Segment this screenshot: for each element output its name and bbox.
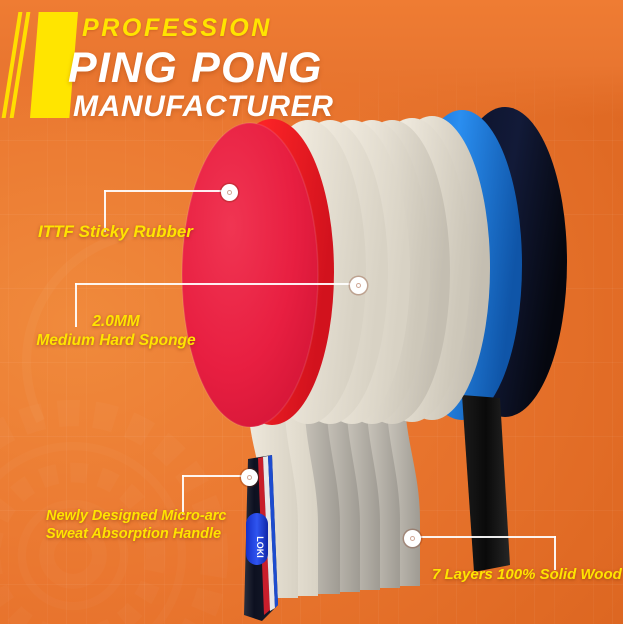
- paddle-handle-dark-back: [462, 395, 510, 572]
- loki-badge-text: LOKI: [255, 536, 265, 558]
- callout-label-ittf-sticky-rubber: ITTF Sticky Rubber: [38, 222, 193, 241]
- banner-header: PROFESSION PING PONG MANUFACTURER: [0, 0, 623, 126]
- callout-label-medium-hard-sponge: 2.0MM Medium Hard Sponge: [36, 313, 196, 349]
- callout-marker-micro-arc-handle: [240, 468, 258, 486]
- header-band-sheen: [0, 0, 623, 118]
- page-title: PING PONG: [68, 44, 323, 92]
- callout-marker-solid-wood-layers: [403, 529, 421, 547]
- logo-trapezoid: [30, 12, 78, 118]
- paddle-handle-detail: LOKI: [232, 455, 288, 623]
- loki-badge: [246, 513, 268, 565]
- callout-label-micro-arc-handle: Newly Designed Micro-arc Sweat Absorptio…: [46, 508, 227, 542]
- header-eyebrow: PROFESSION: [82, 14, 272, 42]
- callout-marker-medium-hard-sponge: [349, 276, 367, 294]
- callout-marker-ittf-sticky-rubber: [220, 183, 238, 201]
- brand-logo-icon: [1, 12, 82, 118]
- header-subtitle: MANUFACTURER: [73, 90, 334, 123]
- rubber-face-crimson: [181, 122, 319, 428]
- callout-label-solid-wood-layers: 7 Layers 100% Solid Wood: [432, 566, 622, 583]
- handle-stripe-white: [263, 456, 275, 611]
- handle-stripe-blue: [268, 455, 278, 608]
